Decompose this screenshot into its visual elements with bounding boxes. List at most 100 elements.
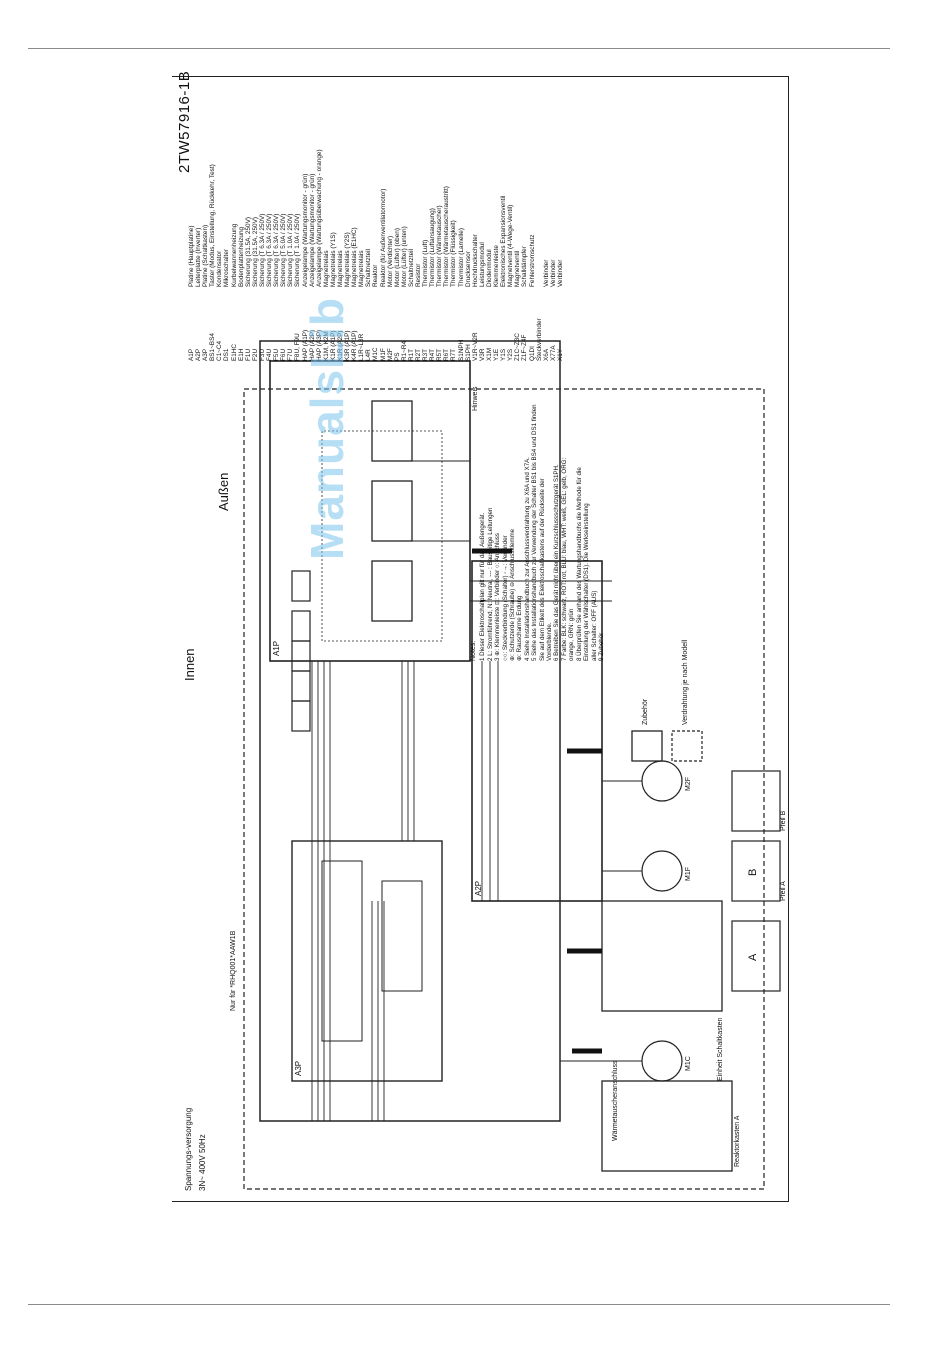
sensor-box-3 — [291, 640, 311, 672]
legend-row: L1R~L3RMagnetrelais — [358, 149, 365, 361]
legend-desc: Motor (Lüfter) (unten) — [400, 226, 408, 287]
legend-desc: Klemmenleiste — [493, 245, 501, 287]
model-variant-label: Verdrahtung je nach Modell — [682, 639, 689, 725]
fan2-label: M2F — [685, 777, 692, 791]
legend-desc: Mikroschalter — [223, 249, 231, 287]
indoor-label: Innen — [182, 648, 197, 681]
legend-code: L4R — [365, 349, 373, 361]
sensor-box-2 — [291, 670, 311, 702]
legend-row: X77A Verbinder — [550, 149, 557, 361]
legend-code: F3U — [258, 348, 266, 361]
legend-code: F2U — [251, 348, 259, 361]
legend-desc: Magnetrelais — [322, 250, 330, 287]
pcb-a1p-inner — [321, 430, 443, 642]
legend-desc: Platine (Hauptplatine) — [188, 225, 195, 287]
pcb-a3p — [291, 840, 443, 1082]
legend-row: R7TThermistor (Flüssigkeit) — [450, 149, 457, 361]
note-line: Vorderblende. — [546, 622, 554, 661]
legend-row: Y2SMagnetventil (4-Wege-Ventil) — [507, 149, 514, 361]
fan-motor-m2f — [641, 760, 683, 802]
legend-row: R4TThermistor (Luftansaugung) — [429, 149, 436, 361]
main-board-b: B — [747, 868, 759, 876]
legend-row: F2USicherung (31.5A, 250V) — [252, 149, 259, 361]
legend-code: X1M — [485, 347, 493, 361]
note-line: ⊕: Rauscharme Erdung — [516, 595, 524, 661]
legend-desc: Reaktor — [372, 264, 380, 287]
legend-desc: Kondensator — [216, 250, 224, 287]
fan1-label: M1F — [685, 867, 692, 881]
rotated-sheet: 2TW57916-1B Innen Außen Spannungs-versor… — [172, 71, 788, 1201]
reactor-box-label: Reaktorkasten A — [734, 1115, 741, 1167]
sensor-box-4 — [291, 610, 311, 642]
legend-code: A2P — [195, 348, 203, 361]
legend-desc: Leistungsmodul — [478, 242, 486, 287]
board-a1p: A1P — [272, 640, 281, 656]
field-side-note: Nur für *RHQ001*AAW1B — [230, 930, 237, 1011]
legend-code: A1P — [188, 348, 195, 361]
legend-row: X6AVerbinder — [543, 149, 550, 361]
note-line: 6 Betreiben Sie das Gerät nicht über ein… — [553, 464, 561, 661]
legend-desc: Kurbelwannenheizung — [230, 223, 238, 287]
legend-row: F1USicherung (31.5A, 250V) — [245, 149, 252, 361]
legend-desc: Bodenplattenheizung — [237, 226, 245, 287]
legend-code: R2T — [415, 348, 422, 361]
wiring-schematic — [243, 340, 781, 1190]
outdoor-label: Außen — [216, 472, 231, 511]
legend-desc: Diodenmodul — [485, 249, 493, 287]
accessory-label: Zubehör — [642, 698, 649, 725]
legend-code: PS — [393, 352, 401, 361]
legend-code: Z1C~Z3C — [514, 333, 522, 361]
legend-row: Z1C~Z3CMagnetventil — [514, 149, 521, 361]
legend-desc: Schaltnetzteil — [407, 248, 415, 287]
legend-desc: Sicherung (T 1.0A / 250V) — [294, 213, 302, 287]
note-line: 2 L: Stromführend, N: Neutral, --- : Bau… — [486, 507, 494, 661]
legend-row: M1FReaktor (für Außenventilatormotor) — [380, 149, 387, 361]
legend-row: A3P Platine (Schaltkasten) — [202, 149, 209, 361]
legend-row: M1CReaktor — [372, 149, 379, 361]
supply-title: Spannungs-versorgung — [184, 1107, 193, 1191]
legend-code: S1PH — [464, 344, 472, 361]
legend-row: F3USicherung (T 6.3A / 250V) — [259, 149, 266, 361]
heat-exchanger-label: Wärmetauscheranschluss — [612, 1060, 619, 1141]
legend-row: S1PHDrucksensor — [465, 149, 472, 361]
legend-code: M1F — [379, 348, 387, 361]
note-line: 4 Siehe Installationshandbuch zur Anschl… — [523, 457, 531, 661]
legend-row: R1T Schaltnetzteil — [408, 149, 415, 361]
legend-row: Y1SElektronisches Expansionsventil — [500, 149, 507, 361]
legend-desc: Verbinder — [549, 259, 557, 287]
note-line: orange, GRN: grün — [568, 608, 576, 661]
legend-code: R5T — [436, 348, 444, 361]
legend-code: R1T — [407, 348, 415, 361]
legend-desc: Platine (Schaltkasten) — [202, 224, 210, 287]
legend-code: Z1F~Z4F — [521, 334, 529, 361]
heat-exchanger-section — [601, 900, 723, 1012]
legend-row: F6USicherung (T 5.0A / 250V) — [280, 149, 287, 361]
legend-code: X1Y — [556, 348, 564, 361]
legend-row: V3RLeistungsmodul — [479, 149, 486, 361]
legend-row: X1YVerbinder — [557, 149, 564, 361]
legend-desc: Motor (Verdichter) — [386, 235, 394, 287]
legend-desc: Sicherung (T 6.3A / 250V) — [266, 213, 274, 287]
compressor-label: M1C — [685, 1056, 692, 1071]
legend-desc: Magnetrelais (Y1S) — [329, 232, 337, 287]
legend-code: A3P — [202, 348, 210, 361]
legend-code: R4T — [429, 348, 437, 361]
sensor-box-1 — [291, 700, 311, 732]
watermark: ManualsLib — [301, 296, 353, 560]
note-line: aller Schalter: OFF (AUS) — [590, 590, 598, 661]
legend-desc: Anzeigelampe (Wartungsmonitor - grün) — [308, 173, 316, 287]
legend-row: R5TThermistor (Wärmetauscher) — [436, 149, 443, 361]
pcb-b2-view — [731, 770, 781, 832]
note-line: 8 Überprüfen Sie anhand des Wartungshand… — [575, 467, 583, 661]
legend-desc: Anzeigelampe (Wartungsüberwachung - oran… — [315, 149, 323, 287]
legend-code: BS1~BS4 — [209, 333, 217, 361]
legend-code: R6T — [443, 348, 451, 361]
legend-desc: Leiterplatte (Inverter) — [195, 227, 203, 287]
legend-desc: Fehlerstromschutz — [528, 234, 536, 287]
legend-code: X77A — [549, 345, 557, 361]
accessory-box — [631, 730, 663, 762]
pcb-a2p — [471, 560, 603, 902]
note-line: ⊕: Schutzerde (Schraube) ⊖: Anschlusskle… — [509, 528, 517, 661]
note-line: 3 ⊕: Klemmenleiste ⊡: Verbinder ○: Ansch… — [494, 533, 502, 661]
pcb-b-label: Pfeil B — [780, 810, 787, 831]
